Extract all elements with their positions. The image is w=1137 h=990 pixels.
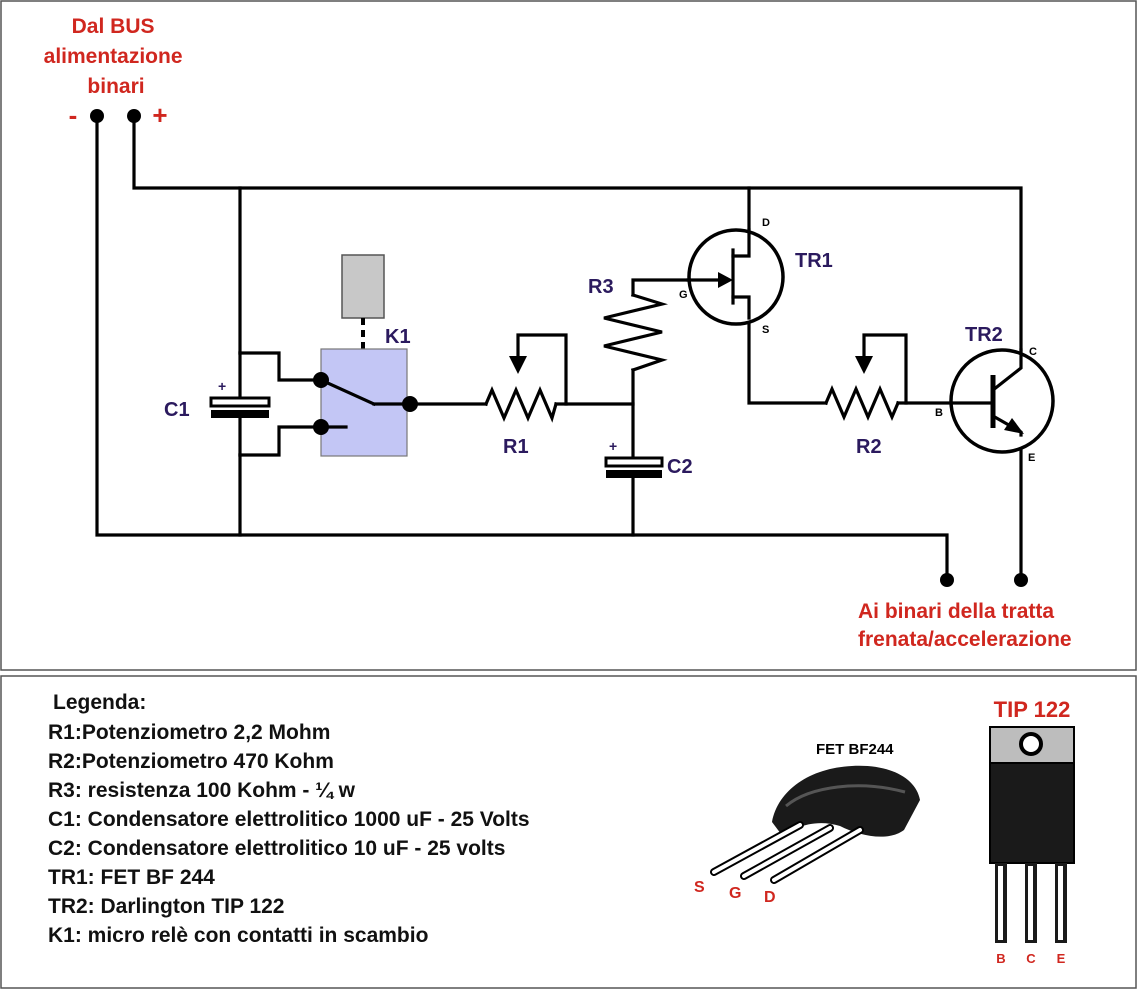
output-terminal-emitter <box>1014 573 1028 587</box>
tr2-pin-c: C <box>1029 346 1037 358</box>
input-title-line-3: binari <box>87 75 144 98</box>
legend-title: Legenda: <box>53 691 146 714</box>
legend-panel-border <box>0 675 1137 989</box>
c2-capacitor <box>604 456 664 478</box>
fet-pin-d: D <box>764 889 776 906</box>
r3-resistor <box>603 292 669 373</box>
c1-label: C1 <box>164 399 190 421</box>
legend-item: K1: micro relè con contatti in scambio <box>48 924 428 947</box>
r1-potentiometer <box>483 333 568 423</box>
relay-actuator <box>341 254 385 319</box>
k1-label: K1 <box>385 326 411 348</box>
legend-item: C1: Condensatore elettrolitico 1000 uF -… <box>48 808 530 831</box>
c1-capacitor <box>209 396 271 418</box>
r2-potentiometer <box>823 333 908 422</box>
legend-item: TR2: Darlington TIP 122 <box>48 895 285 918</box>
output-label-line-2: frenata/accelerazione <box>858 628 1072 651</box>
r2-label: R2 <box>856 436 882 458</box>
tr1-pin-d: D <box>762 217 770 229</box>
r1-label: R1 <box>503 436 529 458</box>
fet-package-title: FET BF244 <box>816 741 894 758</box>
tr1-pin-s: S <box>762 324 769 336</box>
tr2-transistor <box>949 348 1055 454</box>
output-label: Ai binari della tratta frenata/acceleraz… <box>858 600 1072 651</box>
legend-item: R3: resistenza 100 Kohm - ¼ w <box>48 779 356 802</box>
input-title-line-1: Dal BUS <box>72 15 155 38</box>
legend-item: R1:Potenziometro 2,2 Mohm <box>48 721 330 744</box>
schematic-panel-border <box>0 0 1137 671</box>
c1-plus-sign: + <box>218 378 226 394</box>
c2-plus-sign: + <box>609 438 617 454</box>
plus-sign: + <box>152 100 167 130</box>
tr2-pin-e: E <box>1028 452 1035 464</box>
tip-pin-c: C <box>1026 951 1036 966</box>
relay-contacts <box>313 372 418 435</box>
minus-sign: - <box>69 100 78 130</box>
wiring <box>95 114 1023 582</box>
c2-label: C2 <box>667 456 693 478</box>
legend-item: TR1: FET BF 244 <box>48 866 215 889</box>
fet-package <box>710 765 920 884</box>
tr2-label: TR2 <box>965 324 1003 346</box>
output-terminal-ground <box>940 573 954 587</box>
fet-pin-g: G <box>729 885 741 902</box>
tip-package-title: TIP 122 <box>994 697 1071 722</box>
legend-item: C2: Condensatore elettrolitico 10 uF - 2… <box>48 837 505 860</box>
legend-item: R2:Potenziometro 470 Kohm <box>48 750 334 773</box>
tr1-pin-g: G <box>679 289 688 301</box>
tr1-label: TR1 <box>795 250 833 272</box>
fet-pin-s: S <box>694 879 705 896</box>
input-title: Dal BUS alimentazione binari <box>44 15 189 98</box>
tip-package <box>989 726 1075 943</box>
tr2-pin-b: B <box>935 407 943 419</box>
tr1-fet <box>686 228 785 326</box>
r3-label: R3 <box>588 276 614 298</box>
tip-pin-b: B <box>996 951 1005 966</box>
tip-pin-e: E <box>1057 951 1066 966</box>
output-label-line-1: Ai binari della tratta <box>858 600 1054 623</box>
input-title-line-2: alimentazione <box>44 45 183 68</box>
